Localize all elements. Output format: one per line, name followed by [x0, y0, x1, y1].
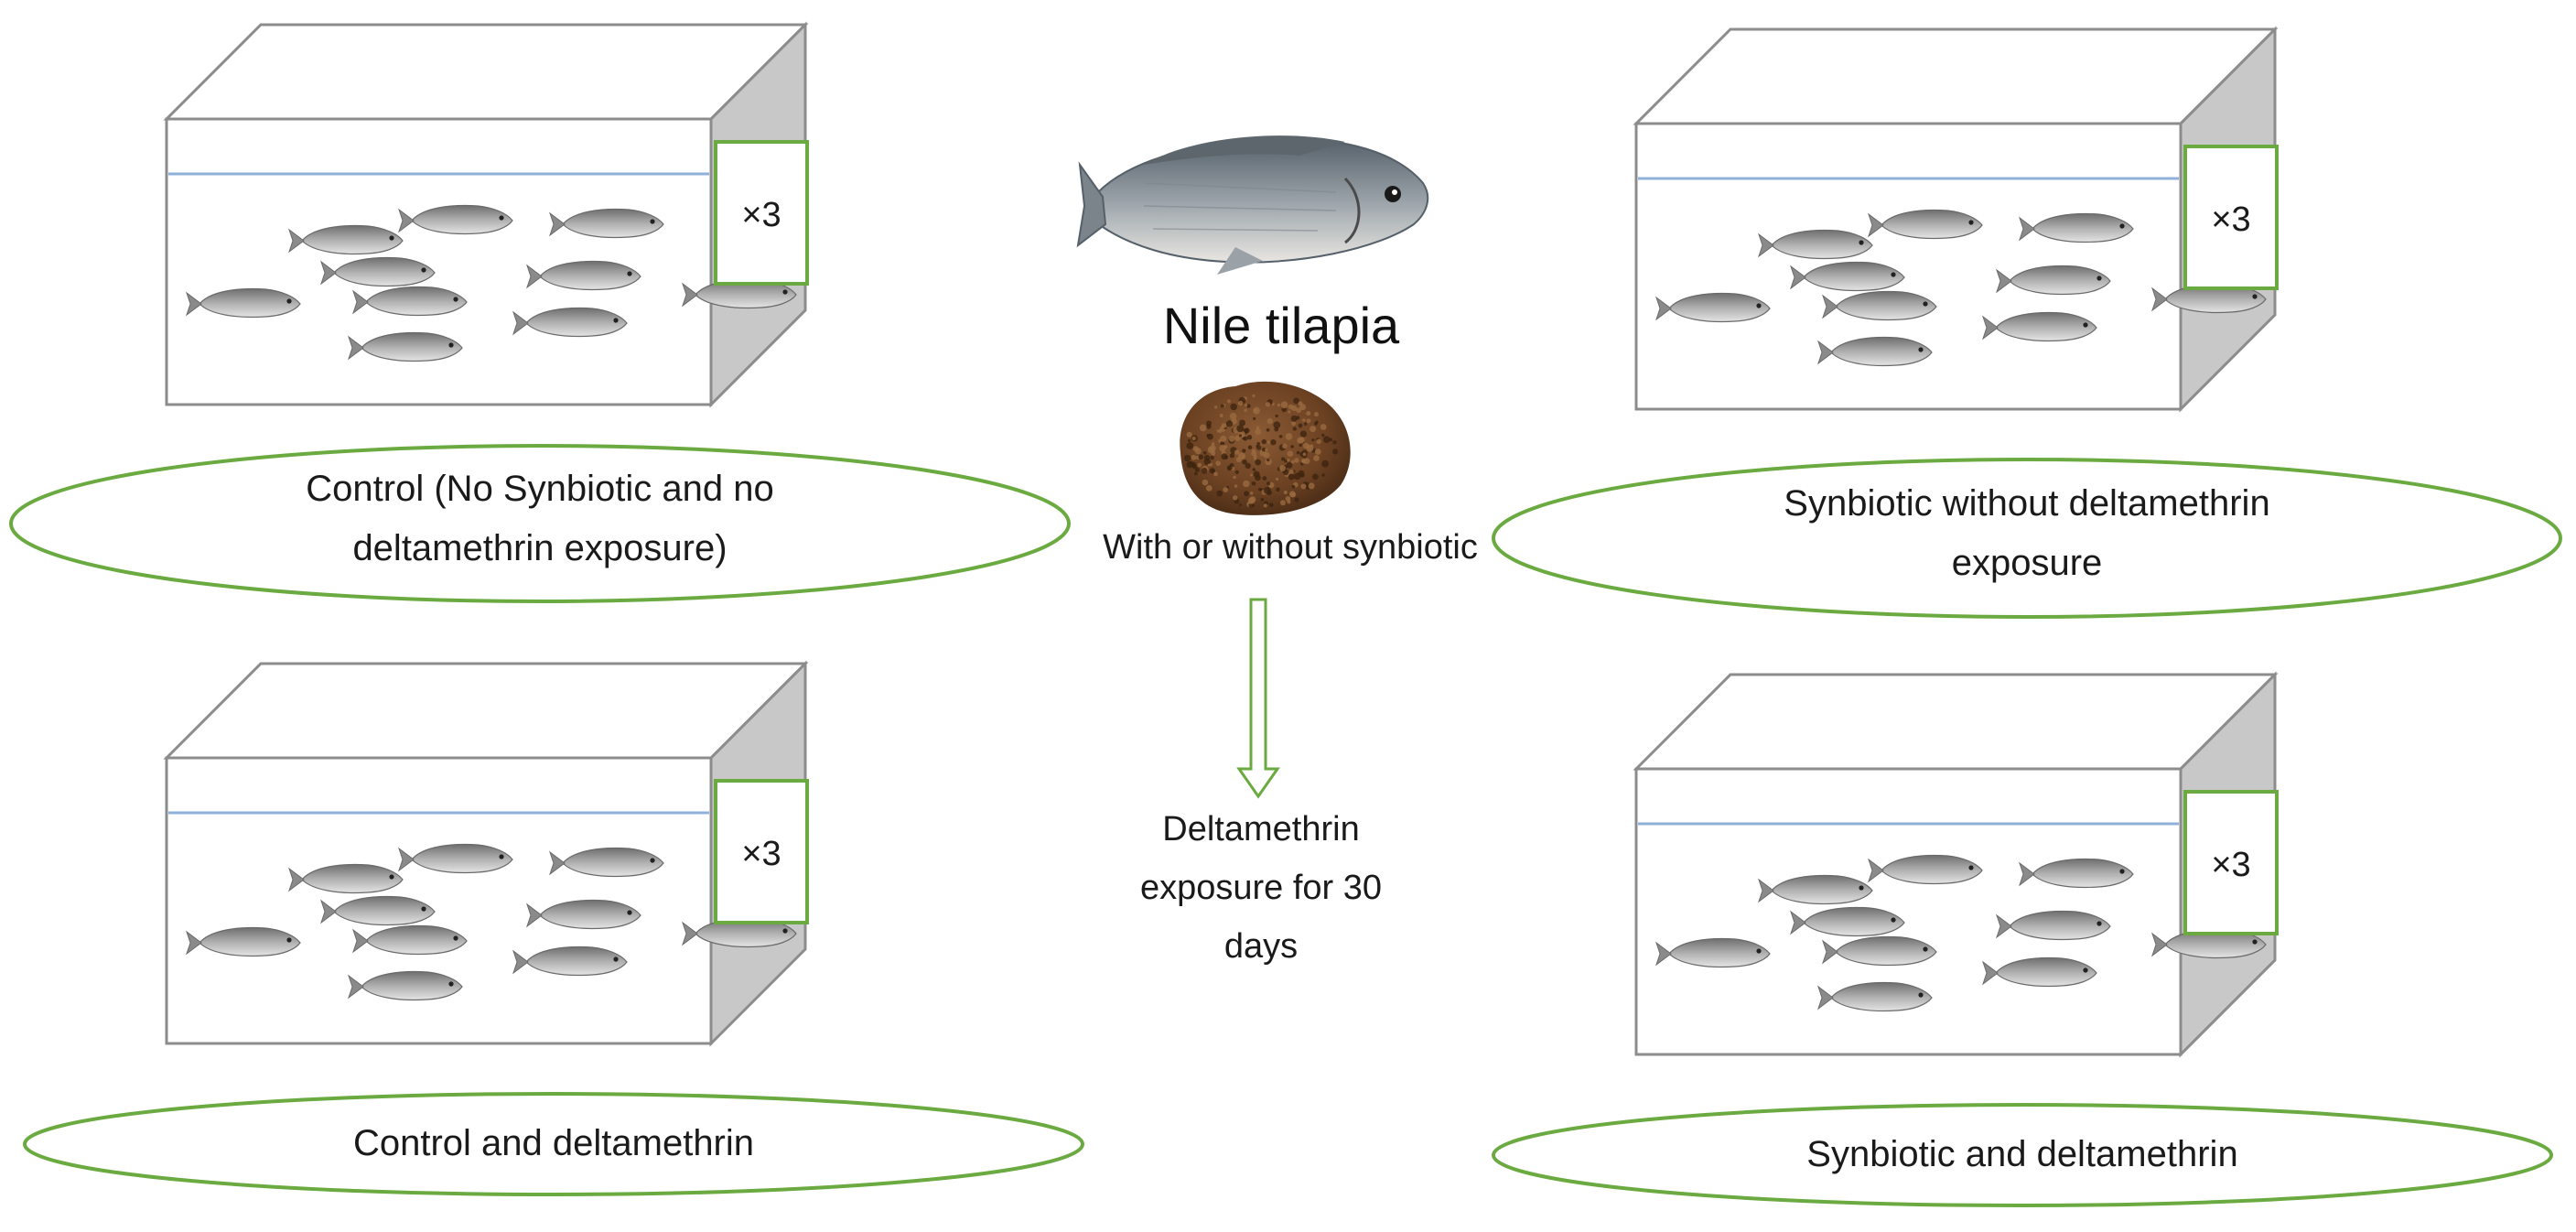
fish-icon	[1996, 910, 2111, 941]
fish-icon	[549, 208, 664, 239]
fish-icon	[526, 899, 641, 930]
tank-control-deltamethrin: ×3	[163, 660, 809, 1047]
label-ellipse	[9, 444, 1071, 603]
fish-icon	[1817, 336, 1933, 367]
fish-icon	[288, 224, 404, 255]
fish-icon	[1655, 937, 1771, 968]
tank-top	[1633, 673, 2279, 771]
group-label-line-2: exposure	[1952, 543, 2103, 583]
group-label-line-1: Control (No Synbiotic and no	[306, 469, 773, 509]
fish-icon	[186, 926, 301, 957]
fish-icon	[348, 331, 463, 362]
fish-icon	[1790, 261, 1905, 292]
tank-control: ×3	[163, 21, 809, 408]
group-label-line-1: Synbiotic without deltamethrin	[1784, 483, 2269, 524]
fish-icon	[526, 260, 641, 291]
tank-front	[165, 117, 713, 406]
fish-icon	[1758, 874, 1873, 905]
group-label-control-deltamethrin: Control and deltamethrin	[23, 1092, 1084, 1196]
exposure-line-1: Deltamethrin	[1162, 810, 1359, 848]
fish-icon	[348, 970, 463, 1001]
group-label-line-2: deltamethrin exposure)	[352, 528, 727, 568]
fish-icon	[1982, 956, 2097, 988]
replicate-label: ×3	[741, 835, 781, 873]
fish-icon	[2019, 858, 2134, 889]
tank-synbiotic: ×3	[1633, 26, 2279, 413]
replicate-box: ×3	[2183, 145, 2279, 290]
fish-icon	[320, 256, 436, 287]
fish-icon	[512, 307, 628, 338]
group-label-line-1: Synbiotic and deltamethrin	[1806, 1134, 2237, 1174]
fish-icon	[1790, 906, 1905, 937]
tank-top	[163, 23, 809, 121]
tank-front	[1634, 122, 2183, 411]
fish-icon	[549, 847, 664, 878]
replicate-box: ×3	[2183, 790, 2279, 935]
fish-icon	[682, 278, 797, 309]
fish-icon	[1817, 981, 1933, 1012]
fish-icon	[2151, 928, 2267, 959]
fish-icon	[512, 946, 628, 977]
replicate-label: ×3	[2211, 846, 2250, 884]
replicate-label: ×3	[741, 196, 781, 234]
fish-icon	[1982, 311, 2097, 342]
label-ellipse	[23, 1092, 1084, 1196]
fish-icon	[1868, 854, 1983, 885]
fish-icon	[2019, 212, 2134, 243]
group-label-synbiotic: Synbiotic without deltamethrin exposure	[1492, 458, 2562, 619]
exposure-line-3: days	[1224, 927, 1298, 966]
fish-icon	[186, 287, 301, 319]
fish-icon	[1822, 290, 1937, 321]
fish-icon	[1822, 935, 1937, 967]
tank-synbiotic-deltamethrin: ×3	[1633, 671, 2279, 1058]
replicate-box: ×3	[714, 140, 809, 286]
label-ellipse	[1492, 1103, 2553, 1207]
group-label-control: Control (No Synbiotic and no deltamethri…	[9, 444, 1071, 603]
fish-icon	[352, 924, 468, 956]
group-label-line-1: Control and deltamethrin	[353, 1123, 754, 1163]
fish-icon	[1758, 229, 1873, 260]
feed-speckles	[1183, 394, 1339, 508]
fish-icon	[1996, 265, 2111, 296]
down-arrow-icon	[1236, 598, 1280, 799]
tank-top	[163, 662, 809, 760]
tank-front	[165, 756, 713, 1045]
feed-caption: With or without synbiotic	[1103, 528, 1478, 567]
tank-top	[1633, 27, 2279, 125]
group-label-synbiotic-deltamethrin: Synbiotic and deltamethrin	[1492, 1103, 2553, 1207]
fish-icon	[398, 204, 513, 235]
tank-front	[1634, 767, 2183, 1056]
replicate-label: ×3	[2211, 200, 2250, 239]
synbiotic-feed-image	[1180, 381, 1351, 515]
replicate-box: ×3	[714, 779, 809, 924]
fish-icon	[1655, 292, 1771, 323]
label-ellipse	[1492, 458, 2562, 619]
exposure-line-2: exposure for 30	[1140, 869, 1382, 907]
fish-icon	[320, 895, 436, 926]
fish-icon	[398, 843, 513, 874]
fish-icon	[1868, 209, 1983, 240]
fish-icon	[352, 286, 468, 317]
species-title: Nile tilapia	[1163, 297, 1400, 354]
nile-tilapia-image	[1076, 135, 1429, 275]
fish-icon	[288, 863, 404, 894]
